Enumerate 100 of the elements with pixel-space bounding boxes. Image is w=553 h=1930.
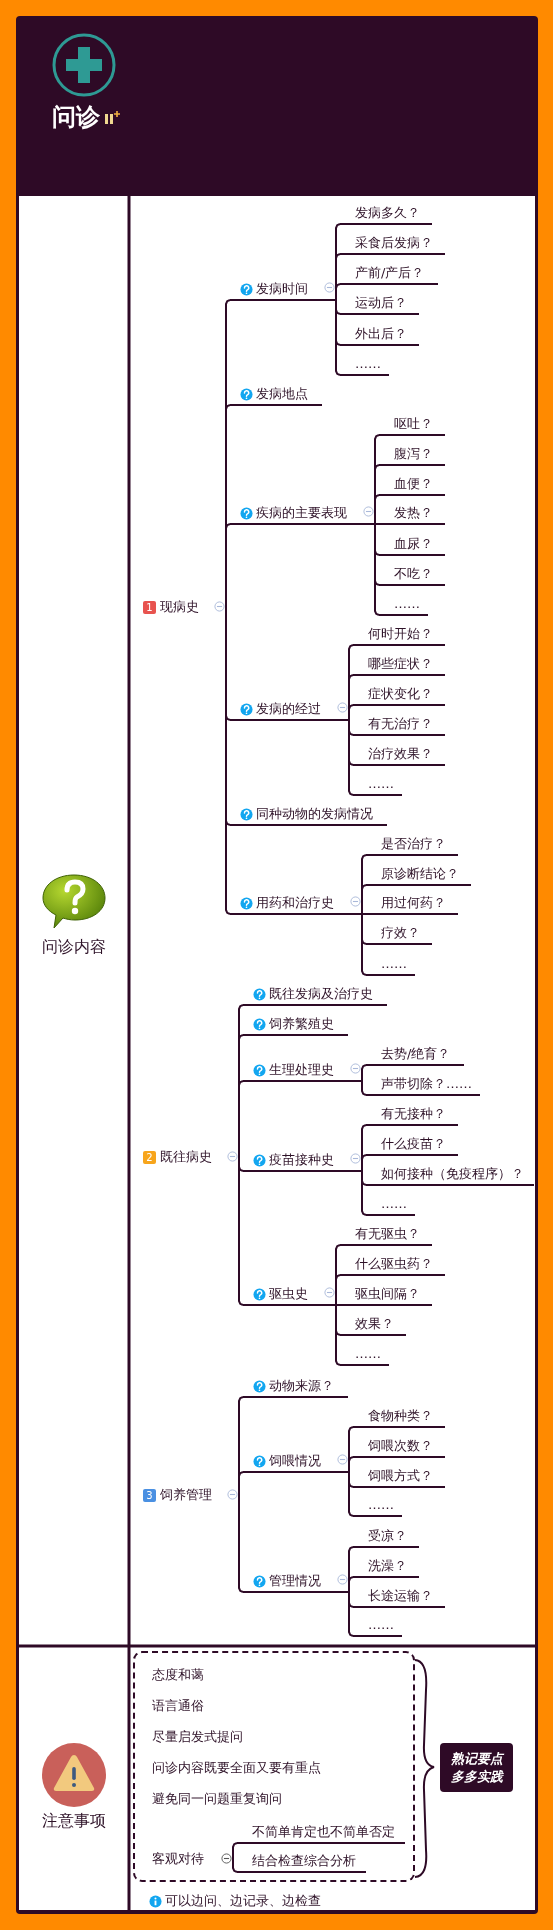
branch-connector	[361, 913, 367, 976]
topic-label: 发病的经过	[256, 700, 321, 718]
branch-topic: ……	[366, 954, 415, 976]
topic-label: 发病地点	[256, 385, 308, 403]
topic-label: 既往病史	[160, 1148, 212, 1166]
topic-label: 疫苗接种史	[269, 1151, 334, 1169]
row-header: 注意事项	[41, 1811, 106, 1831]
branch-topic: 血便？	[379, 474, 445, 496]
topic-label: 饲养管理	[160, 1486, 212, 1504]
branch-topic: 治疗效果？	[353, 744, 445, 766]
branch-topic: 用过何药？	[366, 893, 458, 915]
branch-topic: 外出后？	[340, 324, 419, 346]
branch-topic	[230, 279, 336, 301]
branch-topic	[243, 1376, 348, 1398]
branch-topic	[243, 1451, 349, 1473]
branch-topic: 食物种类？	[353, 1406, 445, 1428]
branch-topic: 洗澡？	[353, 1556, 419, 1578]
branch-topic	[230, 503, 375, 525]
row-header: 问诊内容	[41, 937, 106, 957]
branch-topic: 呕吐？	[379, 414, 445, 436]
branch-topic: ……	[379, 594, 428, 616]
branch-connector	[238, 1494, 244, 1593]
summary-box: 熟记要点多多实践	[440, 1743, 513, 1792]
topic-label: 驱虫史	[269, 1285, 308, 1303]
branch-connector	[374, 523, 380, 525]
branch-topic	[230, 384, 322, 406]
branch-topic: 长途运输？	[353, 1586, 445, 1608]
branch-topic: 饲喂方式？	[353, 1466, 445, 1488]
branch-topic: 何时开始？	[353, 624, 445, 646]
branch-connector	[374, 523, 380, 616]
branch-topic	[230, 699, 349, 721]
branch-topic: 症状变化？	[353, 684, 445, 706]
branch-topic: ……	[340, 1344, 389, 1366]
title: 问诊	[52, 102, 100, 133]
branch-connector	[232, 1858, 238, 1873]
branch-connector	[361, 1080, 367, 1096]
branch-topic	[230, 893, 362, 915]
branch-topic: 血尿？	[379, 534, 445, 556]
branch-topic	[243, 1060, 362, 1082]
branch-topic: 驱虫间隔？	[340, 1284, 432, 1306]
branch-topic: 受凉？	[353, 1526, 419, 1548]
branch-connector	[348, 1591, 354, 1637]
topic-label: 动物来源？	[269, 1377, 334, 1395]
branch-topic: 采食后发病？	[340, 233, 445, 255]
branch-topic: 不吃？	[379, 564, 445, 586]
branch-topic: 结合检查综合分析	[237, 1851, 366, 1873]
branch-topic: 有无接种？	[366, 1104, 458, 1126]
branch-connector	[348, 1576, 354, 1593]
branch-connector	[361, 1064, 367, 1082]
branch-topic: 腹泻？	[379, 444, 445, 466]
branch-connector	[335, 1304, 341, 1306]
branch-topic: 不简单肯定也不简单否定	[237, 1822, 405, 1844]
branch-topic: 疗效？	[366, 923, 432, 945]
topic-label: 管理情况	[269, 1572, 321, 1590]
branch-topic: ……	[353, 1495, 402, 1517]
topic-label: 既往发病及治疗史	[269, 985, 373, 1003]
branch-topic: 原诊断结论？	[366, 864, 471, 886]
topic-label: 饲养繁殖史	[269, 1015, 334, 1033]
topic-label: 问诊内容既要全面又要有重点	[152, 1757, 321, 1779]
branch-topic: 饲喂次数？	[353, 1436, 445, 1458]
branch-topic	[243, 984, 387, 1006]
topic-label: 现病史	[160, 598, 199, 616]
topic-label: 用药和治疗史	[256, 894, 334, 912]
topic-label: 疾病的主要表现	[256, 504, 347, 522]
branch-connector	[348, 704, 354, 721]
topic-label: 语言通俗	[152, 1695, 204, 1717]
topic-label: 发病时间	[256, 280, 308, 298]
branch-topic: 运动后？	[340, 293, 419, 315]
note-text: 可以边问、边记录、边检查	[165, 1892, 321, 1910]
branch-connector	[361, 913, 367, 915]
branch-topic: 有无驱虫？	[340, 1224, 432, 1246]
branch-topic: 是否治疗？	[366, 834, 458, 856]
branch-topic: ……	[340, 354, 389, 376]
branch-topic: 什么驱虫药？	[340, 1254, 445, 1276]
branch-connector	[348, 1471, 354, 1517]
branch-topic: ……	[366, 1194, 415, 1216]
branch-topic: 发热？	[379, 503, 445, 525]
topic-label: 客观对待	[152, 1850, 204, 1868]
topic-label: 态度和蔼	[152, 1664, 204, 1686]
boundary-box	[133, 1651, 415, 1882]
topic-label: 饲喂情况	[269, 1452, 321, 1470]
branch-connector	[335, 1304, 341, 1366]
branch-topic: 有无治疗？	[353, 714, 445, 736]
topic-label: 生理处理史	[269, 1061, 334, 1079]
branch-topic	[243, 1014, 348, 1036]
topic-label: 避免同一问题重复询问	[152, 1788, 282, 1810]
topic-label: 尽量启发式提问	[152, 1726, 243, 1748]
branch-topic	[230, 804, 387, 826]
branch-connector	[348, 1456, 354, 1473]
branch-topic: 哪些症状？	[353, 654, 445, 676]
branch-topic: 发病多久？	[340, 203, 432, 225]
branch-connector	[232, 1842, 238, 1860]
branch-topic: ……	[353, 774, 402, 796]
topic-label: 同种动物的发病情况	[256, 805, 373, 823]
branch-topic: 什么疫苗？	[366, 1134, 458, 1156]
branch-connector	[335, 299, 341, 376]
branch-topic: 产前/产后？	[340, 263, 438, 285]
branch-topic: 声带切除？……	[366, 1074, 480, 1096]
branch-topic	[243, 1284, 336, 1306]
branch-topic: 效果？	[340, 1314, 406, 1336]
